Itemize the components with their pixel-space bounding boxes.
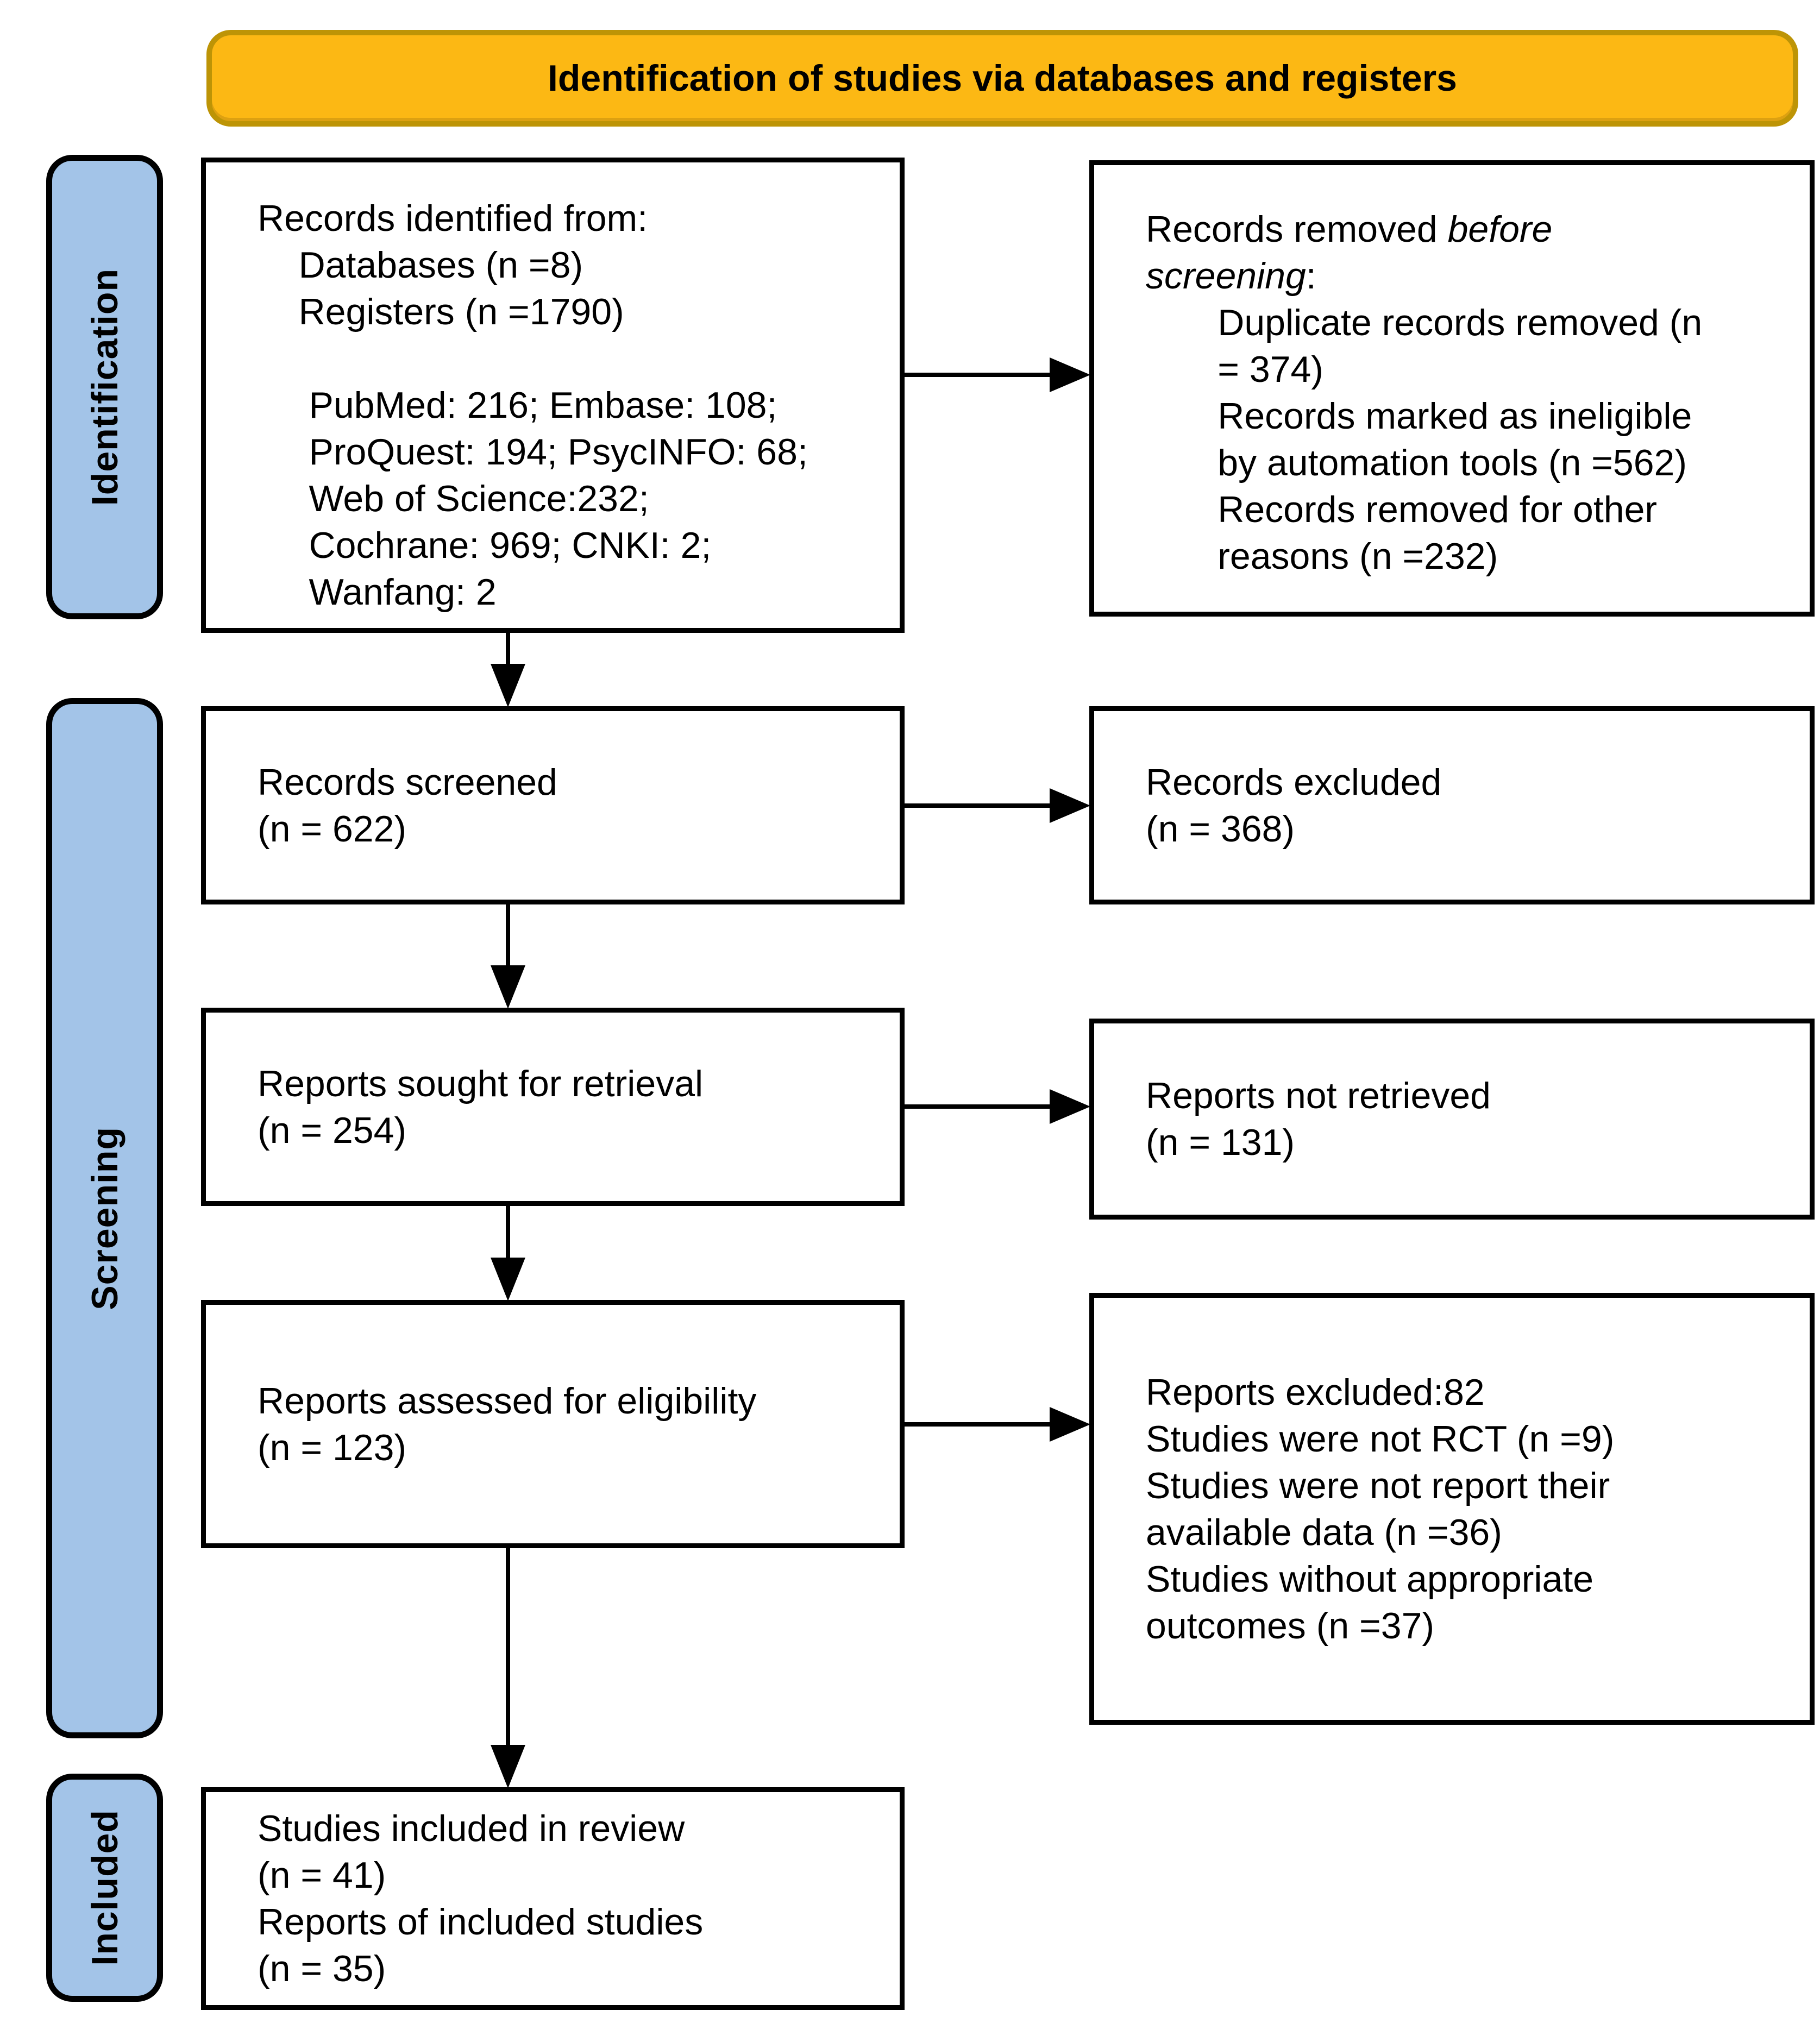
box-records-excluded: Records excluded (n = 368) [1089,706,1815,904]
stage-label-screening: Screening [84,1126,125,1310]
box-reports-not-retrieved: Reports not retrieved (n = 131) [1089,1019,1815,1220]
arrow-identified-to-removed-head [1050,357,1090,392]
arrow-screened-to-excluded-line [905,803,1052,808]
stage-label-included: Included [84,1809,125,1966]
box-reports-excluded-reasons-text: Reports excluded:82 Studies were not RCT… [1146,1371,1615,1647]
box-studies-included: Studies included in review (n = 41) Repo… [201,1787,905,2010]
box-records-identified-text: Records identified from: Databases (n =8… [258,198,808,613]
banner-identification-via-databases: Identification of studies via databases … [206,30,1798,127]
box-reports-sought: Reports sought for retrieval (n = 254) [201,1008,905,1206]
box-records-identified: Records identified from: Databases (n =8… [201,158,905,633]
arrow-screened-to-excluded-head [1050,788,1090,823]
arrow-sought-to-assessed-head [491,1258,525,1301]
box-reports-assessed-text: Reports assessed for eligibility (n = 12… [258,1380,757,1468]
box-records-removed-before-screening: Records removed before screening: Duplic… [1089,160,1815,617]
box-reports-assessed: Reports assessed for eligibility (n = 12… [201,1300,905,1548]
box-reports-sought-text: Reports sought for retrieval (n = 254) [258,1063,704,1151]
arrow-assessed-to-included-head [491,1745,525,1788]
arrow-sought-to-not-retrieved-line [905,1104,1052,1109]
arrow-assessed-to-excluded-line [905,1422,1052,1427]
box-records-screened: Records screened (n = 622) [201,706,905,904]
box-records-removed-text: Records removed before screening: Duplic… [1146,206,1799,580]
arrow-assessed-to-included-line [506,1548,510,1747]
records-removed-rest: : Duplicate records removed (n = 374) Re… [1217,255,1703,577]
banner-title: Identification of studies via databases … [547,58,1458,99]
records-removed-italic: before screening [1146,209,1553,297]
box-reports-excluded-reasons: Reports excluded:82 Studies were not RCT… [1089,1293,1815,1725]
arrow-sought-to-not-retrieved-head [1050,1089,1090,1124]
arrow-identified-to-screened-line [506,633,510,667]
arrow-screened-to-sought-head [491,965,525,1009]
arrow-screened-to-sought-line [506,904,510,967]
stage-tab-screening: Screening [46,698,163,1738]
arrow-assessed-to-excluded-head [1050,1407,1090,1442]
stage-tab-identification: Identification [46,155,163,619]
box-reports-not-retrieved-text: Reports not retrieved (n = 131) [1146,1075,1491,1163]
box-records-excluded-text: Records excluded (n = 368) [1146,761,1442,850]
stage-tab-included: Included [46,1774,163,2002]
arrow-identified-to-screened-head [491,664,525,707]
box-records-screened-text: Records screened (n = 622) [258,761,557,850]
arrow-sought-to-assessed-line [506,1206,510,1260]
stage-label-identification: Identification [84,268,125,506]
records-removed-prefix: Records removed [1146,209,1448,250]
box-studies-included-text: Studies included in review (n = 41) Repo… [258,1808,704,1989]
arrow-identified-to-removed-line [905,373,1052,377]
